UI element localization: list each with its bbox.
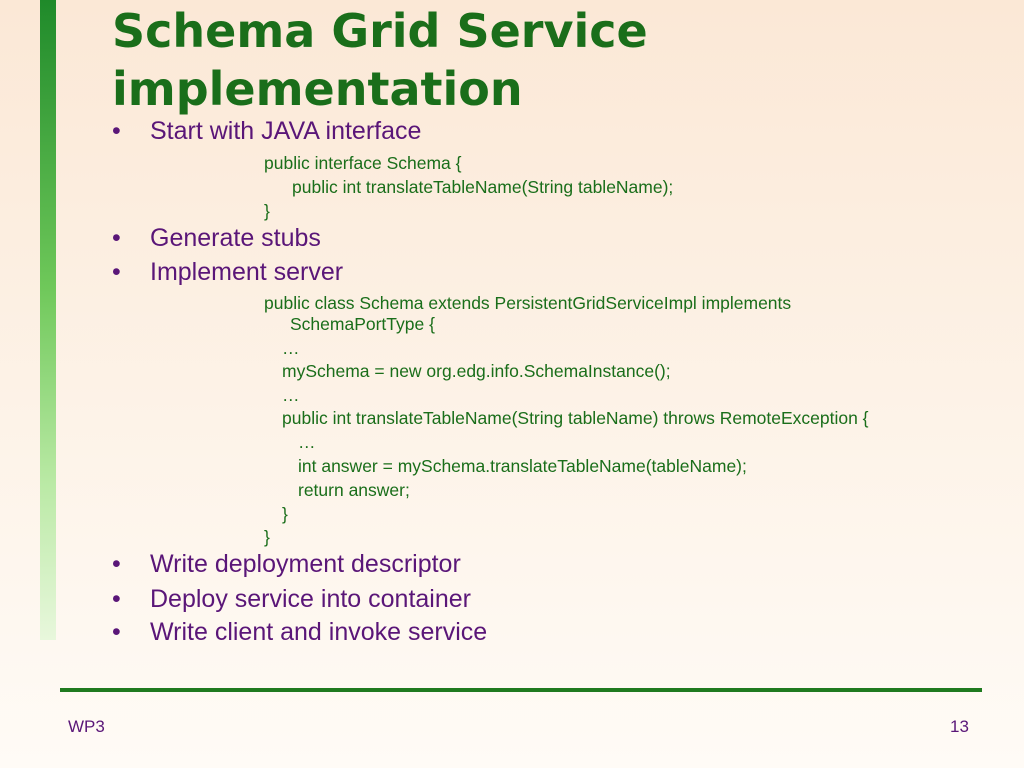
bullet-text: Write client and invoke service: [150, 618, 488, 646]
code-line: public interface Schema {: [264, 153, 462, 173]
code-line: mySchema = new org.edg.info.SchemaInstan…: [282, 361, 671, 381]
footer-label: WP3: [68, 717, 105, 736]
bullet-item: • Implement server: [112, 258, 343, 287]
title-line-2: implementation: [112, 62, 523, 116]
bullet-marker: •: [112, 618, 121, 646]
code-line: }: [282, 504, 288, 524]
footer-divider: [60, 688, 982, 692]
bullet-marker: •: [112, 550, 121, 578]
code-line: }: [264, 201, 270, 221]
bullet-marker: •: [112, 224, 121, 252]
bullet-item: • Write client and invoke service: [112, 618, 487, 647]
page-number: 13: [950, 717, 969, 736]
bullet-item: • Deploy service into container: [112, 585, 471, 614]
bullet-text: Start with JAVA interface: [150, 117, 422, 145]
code-line: …: [282, 385, 300, 405]
side-accent-bar: [40, 0, 56, 640]
bullet-text: Implement server: [150, 258, 344, 286]
code-line: }: [264, 527, 270, 547]
bullet-text: Write deployment descriptor: [150, 550, 461, 578]
code-line: int answer = mySchema.translateTableName…: [298, 456, 747, 476]
bullet-text: Generate stubs: [150, 224, 321, 252]
bullet-text: Deploy service into container: [150, 585, 471, 613]
code-line: …: [298, 432, 316, 452]
bullet-marker: •: [112, 585, 121, 613]
code-line: return answer;: [298, 480, 410, 500]
slide-title: Schema Grid Service implementation: [112, 2, 648, 118]
bullet-item: • Start with JAVA interface: [112, 117, 421, 146]
code-line: public class Schema extends PersistentGr…: [264, 293, 792, 313]
bullet-item: • Write deployment descriptor: [112, 550, 461, 579]
code-line: public int translateTableName(String tab…: [292, 177, 674, 197]
code-line: public int translateTableName(String tab…: [282, 408, 869, 428]
code-line: …: [282, 338, 300, 358]
bullet-marker: •: [112, 117, 121, 145]
code-line: SchemaPortType {: [290, 314, 435, 334]
bullet-item: • Generate stubs: [112, 224, 321, 253]
title-line-1: Schema Grid Service: [112, 4, 648, 58]
bullet-marker: •: [112, 258, 121, 286]
